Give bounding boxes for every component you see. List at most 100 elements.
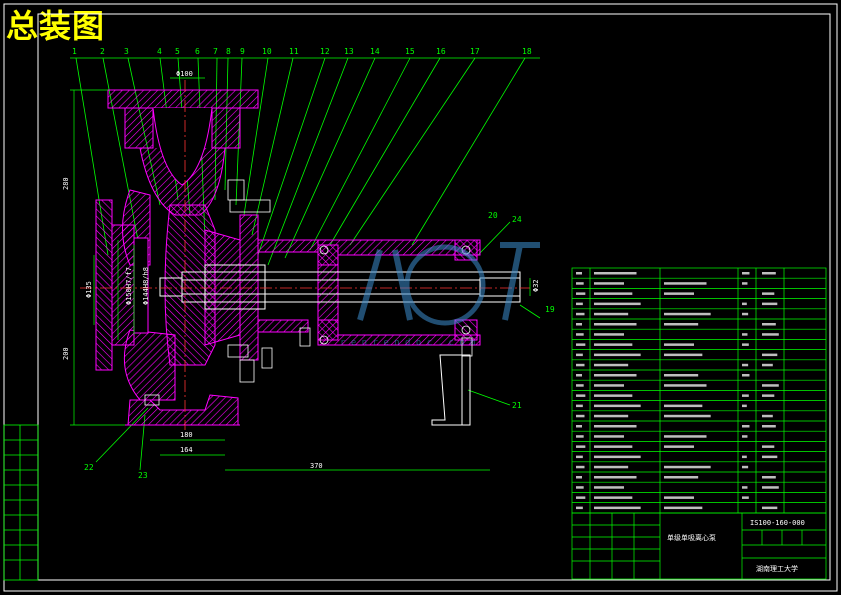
bom-cell-mark	[742, 394, 749, 397]
bom-cell-mark	[576, 333, 584, 336]
bom-cell-mark	[594, 312, 629, 316]
bom-cell-mark	[762, 384, 779, 387]
balloon-4: 4	[157, 47, 162, 56]
bom-cell-mark	[576, 363, 585, 367]
bom-cell-mark	[664, 282, 707, 285]
balloon-7: 7	[213, 47, 218, 56]
bom-cell-mark	[742, 363, 749, 367]
dimension-texts: Φ100 280 200 180 164 370 Φ135 Φ150H7/f7 …	[62, 70, 540, 470]
balloon-15: 15	[405, 47, 415, 56]
bom-cell-mark	[664, 465, 711, 469]
bom-cell-mark	[742, 425, 750, 428]
bom-cell-mark	[594, 414, 629, 418]
bom-cell-mark	[762, 414, 773, 418]
drawing-number: IS100-160-000	[750, 519, 805, 527]
balloon-16: 16	[436, 47, 446, 56]
dim-d144: Φ144H8/h8	[142, 267, 150, 305]
bom-cell-mark	[576, 353, 583, 357]
bom-cell-mark	[762, 272, 776, 275]
bom-cell-mark	[742, 312, 749, 316]
bom-cell-mark	[664, 476, 699, 479]
drawing-school: 湖南理工大学	[756, 564, 798, 573]
bom-cell-mark	[742, 343, 749, 346]
bom-cell-mark	[664, 445, 694, 448]
support-bracket	[431, 354, 471, 426]
bom-cell-mark	[742, 374, 750, 377]
bom-cell-mark	[594, 404, 641, 408]
bom-cell-mark	[664, 323, 699, 326]
dim-w180: 180	[180, 431, 193, 439]
bom-cell-mark	[576, 384, 584, 387]
balloon-18: 18	[522, 47, 532, 56]
bom-cell-mark	[762, 476, 776, 479]
center-line	[80, 80, 530, 430]
balloon-14: 14	[370, 47, 380, 56]
bom-cell-mark	[762, 445, 775, 448]
balloon-22: 22	[84, 463, 94, 472]
dim-w164: 164	[180, 446, 193, 454]
dim-h200: 200	[62, 347, 70, 360]
bom-cell-mark	[762, 455, 778, 459]
bom-cell-mark	[594, 333, 624, 336]
balloon-2: 2	[100, 47, 105, 56]
dimension-lines	[70, 77, 531, 471]
bom-cell-mark	[664, 374, 699, 377]
balloon-1: 1	[72, 47, 77, 56]
bom-cell-mark	[594, 506, 641, 510]
dim-d32: Φ32	[532, 279, 540, 292]
bom-cell-mark	[594, 272, 637, 275]
bom-cell-mark	[576, 476, 582, 479]
bom-cell-mark	[594, 425, 637, 428]
bom-cell-mark	[742, 486, 748, 489]
title-block	[571, 512, 827, 580]
bom-cell-mark	[594, 394, 633, 397]
bom-cell-mark	[576, 302, 583, 306]
side-stamp-table	[3, 424, 39, 581]
balloon-20: 20	[488, 211, 498, 220]
bom-cell-mark	[664, 506, 703, 510]
bom-cell-mark	[594, 465, 629, 469]
drawing-title: 总装图	[6, 7, 106, 45]
bom-cell-mark	[594, 486, 624, 489]
dim-d100: Φ100	[176, 70, 193, 78]
bom-cell-mark	[594, 302, 641, 306]
bom-cell-mark	[664, 384, 707, 387]
bom-cell-mark	[762, 425, 776, 428]
bom-cell-mark	[594, 455, 641, 459]
bom-cell-mark	[742, 404, 747, 408]
bom-cell-mark	[576, 455, 583, 459]
balloon-9: 9	[240, 47, 245, 56]
bom-cell-mark	[762, 323, 776, 326]
bom-cell-mark	[594, 496, 633, 499]
bom-cell-mark	[742, 465, 749, 469]
bom-cell-mark	[742, 282, 748, 285]
dim-w370: 370	[310, 462, 323, 470]
watermark-text: r e n r e n d o c . c o m	[340, 338, 475, 348]
bom-cell-mark	[576, 343, 586, 346]
balloon-12: 12	[320, 47, 330, 56]
bom-cell-mark	[594, 343, 633, 346]
bom-cell-mark	[576, 506, 583, 510]
bom-cell-mark	[742, 272, 750, 275]
balloon-24: 24	[512, 215, 522, 224]
bom-cell-mark	[576, 496, 586, 499]
bom-cell-mark	[742, 333, 748, 336]
balloon-6: 6	[195, 47, 200, 56]
parts-list-marks	[576, 272, 779, 510]
bom-cell-mark	[576, 374, 582, 377]
bom-cell-mark	[762, 302, 778, 306]
pump-shaft	[159, 264, 521, 310]
bom-cell-mark	[576, 465, 585, 469]
bom-cell-mark	[742, 435, 748, 438]
bom-cell-mark	[594, 476, 637, 479]
bom-cell-mark	[664, 404, 703, 408]
bom-cell-mark	[762, 506, 778, 510]
bom-cell-mark	[742, 302, 747, 306]
bom-cell-mark	[664, 414, 711, 418]
title-block-text: 单级单吸离心泵 IS100-160-000 湖南理工大学	[667, 519, 805, 573]
bom-cell-mark	[576, 445, 586, 448]
bom-cell-mark	[576, 272, 582, 275]
bom-cell-mark	[664, 312, 711, 316]
balloon-10: 10	[262, 47, 272, 56]
